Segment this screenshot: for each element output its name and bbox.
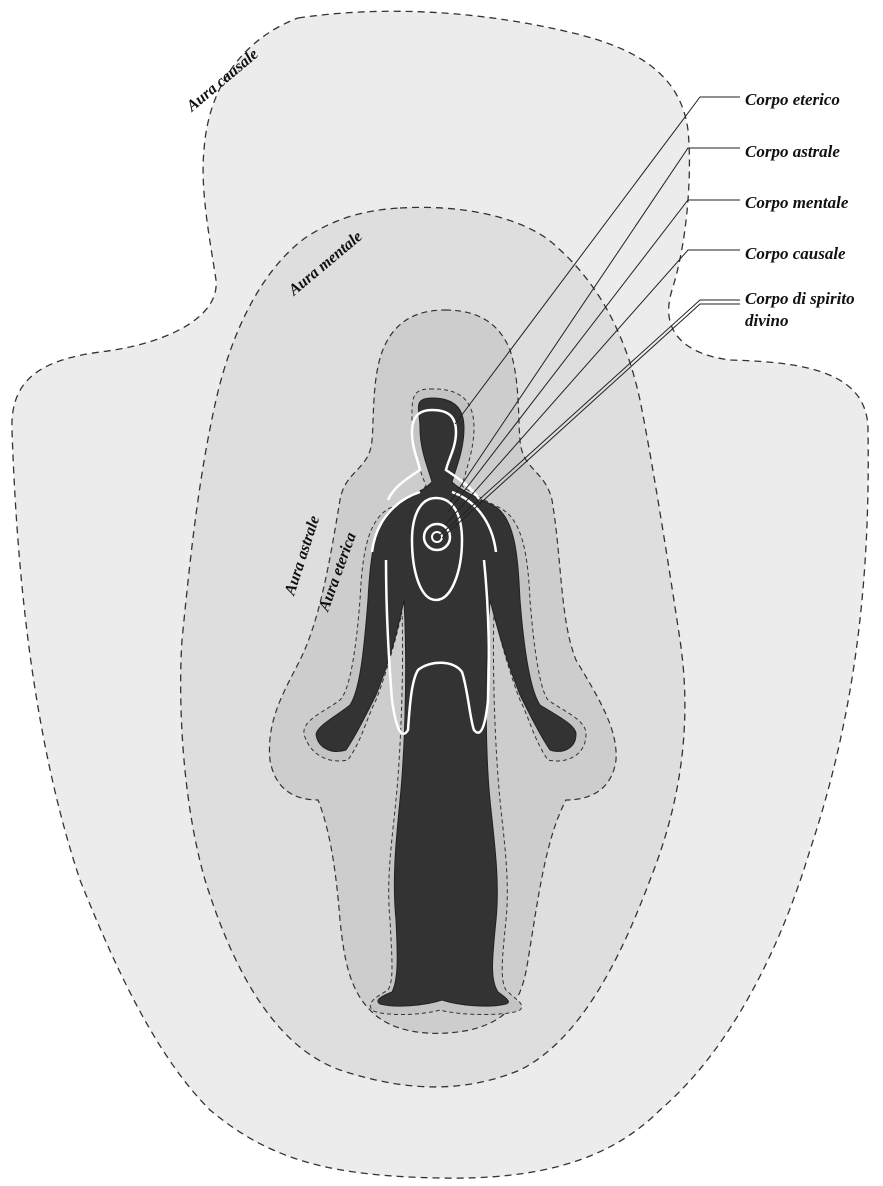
label-corpo-eterico: Corpo eterico [745, 90, 840, 109]
label-corpo-spirito-line1: Corpo di spirito [745, 289, 855, 308]
label-corpo-astrale: Corpo astrale [745, 142, 840, 161]
label-corpo-causale: Corpo causale [745, 244, 846, 263]
label-corpo-spirito-line2: divino [745, 311, 788, 330]
label-corpo-mentale: Corpo mentale [745, 193, 849, 212]
